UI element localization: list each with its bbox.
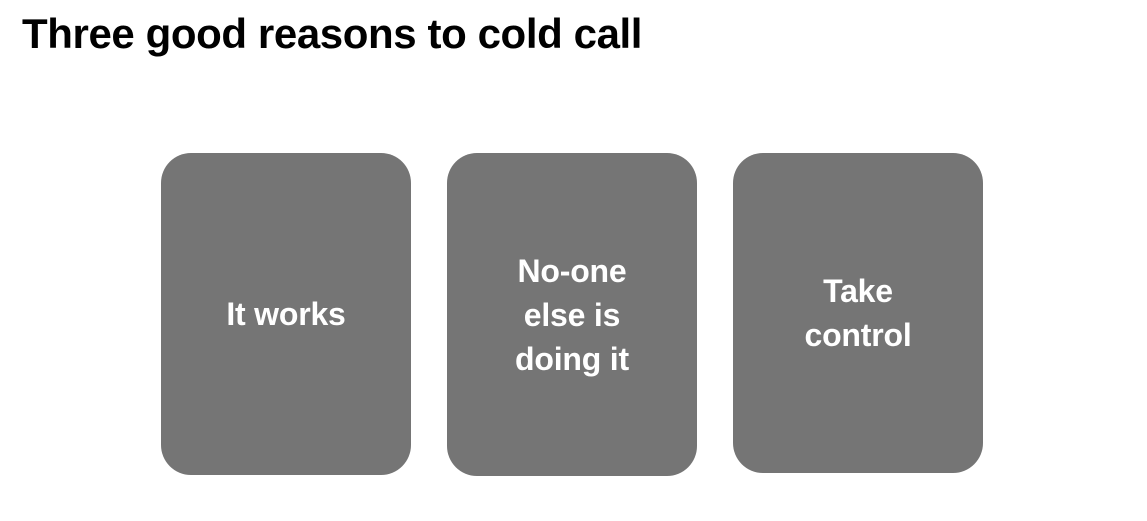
reason-card-3-label: Take control [804, 273, 912, 353]
reason-card-2[interactable]: No-one else is doing it [447, 153, 697, 476]
reason-card-1-label: It works [226, 296, 346, 332]
reason-card-1[interactable]: It works [161, 153, 411, 475]
reason-card-3[interactable]: Take control [733, 153, 983, 473]
reason-card-row: It works No-one else is doing it Take co… [161, 153, 983, 476]
page-title: Three good reasons to cold call [22, 10, 643, 57]
reason-card-2-label: No-one else is doing it [515, 252, 629, 377]
